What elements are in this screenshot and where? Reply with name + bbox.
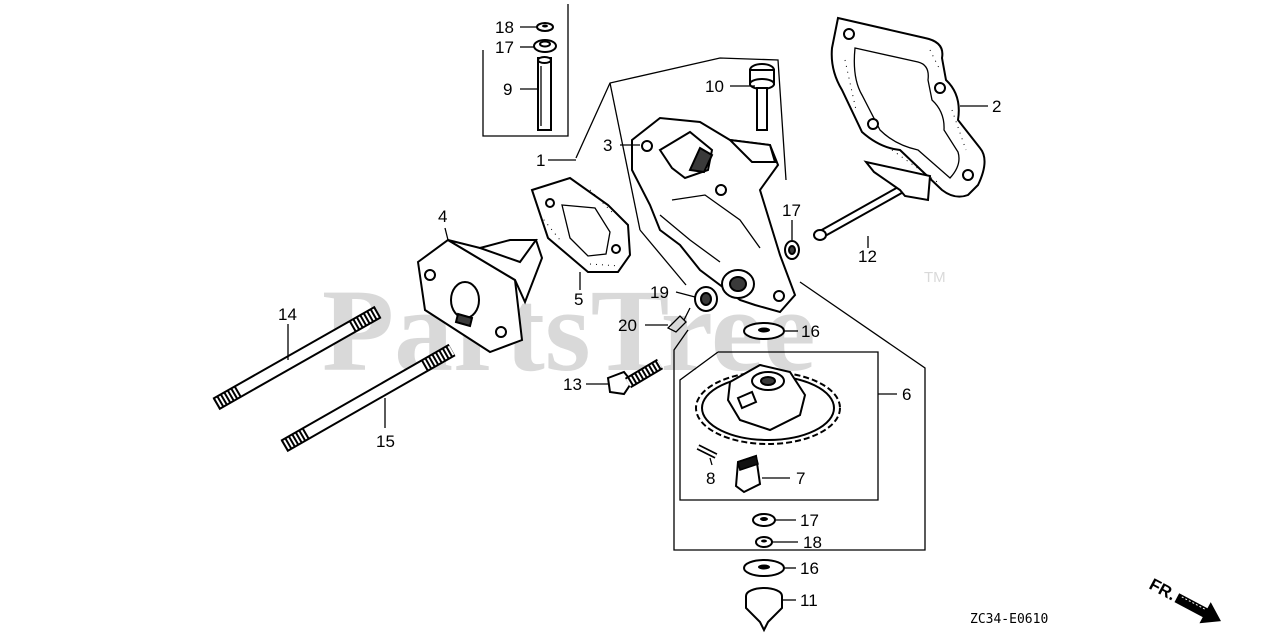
callout-16: 16 [801,322,820,341]
callout-10: 10 [705,77,724,96]
group-box-9 [482,4,569,137]
callout-7: 7 [796,469,805,488]
part-12-lever [813,160,932,241]
callout-3: 3 [603,136,612,155]
callout-15: 15 [376,432,395,451]
part-11-nut [745,587,783,633]
part-20-clip [666,307,691,333]
part-17-washer-bottom [752,513,776,527]
callout-1: 1 [536,151,545,170]
callout-5: 5 [574,290,583,309]
part-5-gasket [530,176,632,273]
callout-11: 11 [800,591,818,610]
part-6-gear [695,363,841,445]
part-15-stud [280,343,456,453]
part-16-washer-top [743,322,785,340]
callout-12: 12 [858,247,877,266]
callout-16: 16 [800,559,819,578]
part-17-washer-mid [784,240,800,260]
front-arrow-icon: FR. [1146,575,1221,624]
leader-lines [287,26,988,601]
part-10-bolt [749,63,775,131]
callout-17: 17 [495,38,514,57]
part-13-bolt [606,358,664,396]
callout-17: 17 [782,201,801,220]
callout-13: 13 [563,375,582,394]
callout-9: 9 [503,80,512,99]
diagram-code: ZC34-E0610 [970,612,1048,627]
part-17-washer-top [533,39,557,53]
part-7-weight [734,454,762,494]
callout-4: 4 [438,207,447,226]
callout-18: 18 [495,18,514,37]
part-18-clip-bottom [755,536,773,548]
callout-8: 8 [706,469,715,488]
part-18-clip-top [536,22,554,32]
callout-18: 18 [803,533,822,552]
part-4-block [416,238,544,354]
part-19-bushing [694,286,718,312]
part-8-pin [696,444,718,459]
callout-2: 2 [992,97,1001,116]
front-label: FR. [1146,575,1179,605]
part-9-pin [537,56,552,131]
callout-19: 19 [650,283,669,302]
callout-17: 17 [800,511,819,530]
part-14-stud [212,305,382,411]
callout-6: 6 [902,385,911,404]
part-3-bracket [631,116,797,314]
callout-14: 14 [278,305,297,324]
assembly-1-outline [575,57,787,181]
part-2-gasket [830,16,986,198]
callout-labels: 18 17 9 10 2 3 1 17 12 4 5 19 20 16 14 1… [278,18,1001,610]
callout-20: 20 [618,316,637,335]
part-16-washer-bottom [743,559,785,577]
assembly-box [673,281,926,551]
group-box-6 [679,351,879,501]
watermark-trademark: TM [924,269,946,286]
